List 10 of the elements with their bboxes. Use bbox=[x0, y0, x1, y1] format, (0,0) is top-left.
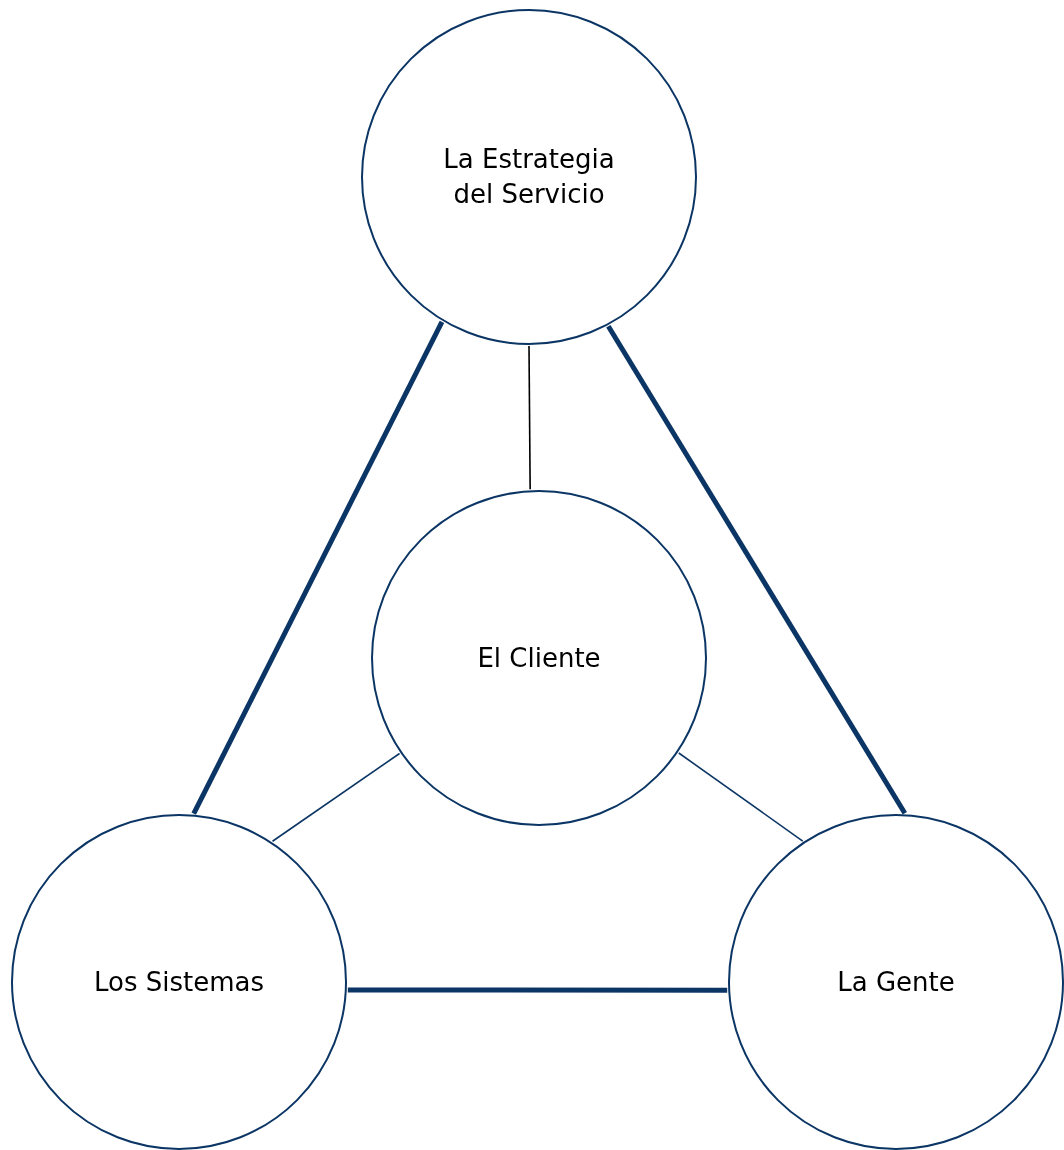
node-label: Los Sistemas bbox=[93, 965, 265, 999]
node-label: El Cliente bbox=[476, 641, 602, 675]
connector-line bbox=[606, 324, 907, 815]
connector-line bbox=[271, 752, 401, 843]
connector-line bbox=[347, 987, 728, 993]
node-label: La Estrategia del Servicio bbox=[442, 143, 616, 211]
connector-line bbox=[191, 320, 445, 815]
node-label: La Gente bbox=[836, 965, 956, 999]
connector-line bbox=[678, 752, 804, 842]
connector-line bbox=[528, 345, 531, 491]
